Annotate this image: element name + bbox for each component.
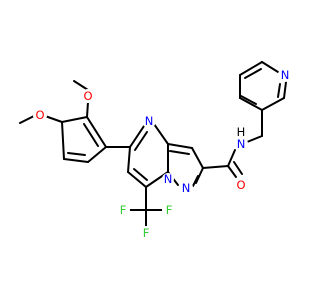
bond-o-left-aryl <box>44 115 63 123</box>
bond-methyl-o-upper <box>73 80 89 91</box>
bond-carbonyl-n <box>227 149 236 167</box>
bond-py-1 <box>239 97 263 111</box>
bond-aryl-3 <box>63 158 89 163</box>
bond-py-5b <box>277 83 281 98</box>
bond-o-upper-aryl <box>86 101 89 118</box>
label-bg-f-bottom <box>139 226 153 240</box>
label-bg-h <box>235 126 247 138</box>
label-bg-o-amide <box>234 178 248 192</box>
label-bg-n-py <box>278 68 292 82</box>
bond-aryl-inner-1 <box>83 123 99 147</box>
label-bg-n-bridge <box>162 173 174 185</box>
bond-aryl-inner-2 <box>67 152 86 156</box>
oxygen-atom-carbonyl: O <box>236 178 245 192</box>
bond-pym-1b <box>134 131 148 151</box>
bond-carbonyl-o-2 <box>233 161 243 175</box>
nitrogen-atom-pyrimidine: N <box>145 114 154 128</box>
nitrogen-atom-pyrazole: N <box>182 181 191 195</box>
bond-py-6 <box>261 97 285 111</box>
nitrogen-atom-bridgehead: N <box>164 172 173 186</box>
bond-pz-carbonyl <box>202 165 229 169</box>
fluorine-atom-right: F <box>166 203 173 217</box>
label-bg-o-left <box>33 108 47 122</box>
label-bg-nh <box>234 137 248 151</box>
bond-py-4 <box>261 61 279 73</box>
bond-py-1b <box>240 95 257 105</box>
bond-pz-2 <box>191 147 204 169</box>
bond-aryl-1 <box>86 116 107 148</box>
bond-methyl-o-left <box>19 115 35 124</box>
bond-pz-1b <box>169 150 190 155</box>
label-bg-n-pz2 <box>179 181 193 195</box>
bond-aryl-4 <box>61 121 65 160</box>
bond-aryl-5 <box>61 116 88 123</box>
label-bg-o-upper <box>81 89 95 103</box>
bond-pym-2 <box>153 123 169 145</box>
oxygen-atom-methoxy-left: O <box>35 108 44 122</box>
structure-canvas: O O N N N N H O N F F F <box>19 61 292 240</box>
label-bg-n-pym <box>142 114 156 128</box>
nitrogen-atom-pyridine: N <box>281 68 290 82</box>
bond-pz-3 <box>195 167 204 184</box>
atom-labels: O O N N N N H O N F F F <box>33 68 292 240</box>
bond-aryl-2 <box>87 146 107 163</box>
bonds <box>19 61 287 227</box>
bond-pym-5 <box>127 171 147 188</box>
bond-n-ch2 <box>246 135 263 143</box>
label-bg-f-left <box>116 203 130 217</box>
bond-pz-3b <box>192 175 199 187</box>
bond-carbonyl-o <box>227 165 237 178</box>
bond-py-5 <box>283 81 287 99</box>
bond-pym-1 <box>129 125 145 148</box>
hydrogen-atom-amide: H <box>237 125 246 139</box>
bond-pym-6 <box>127 146 131 173</box>
bond-pz-1 <box>167 143 193 149</box>
fluorine-atom-left: F <box>120 203 127 217</box>
fluorine-atom-bottom: F <box>143 226 150 240</box>
oxygen-atom-methoxy-upper: O <box>83 89 92 103</box>
label-bg-f-right <box>162 203 176 217</box>
bond-py-3 <box>239 61 263 76</box>
bond-py-3b <box>244 68 262 79</box>
nitrogen-atom-amide: N <box>237 137 246 151</box>
bond-pym-5b <box>133 168 148 181</box>
